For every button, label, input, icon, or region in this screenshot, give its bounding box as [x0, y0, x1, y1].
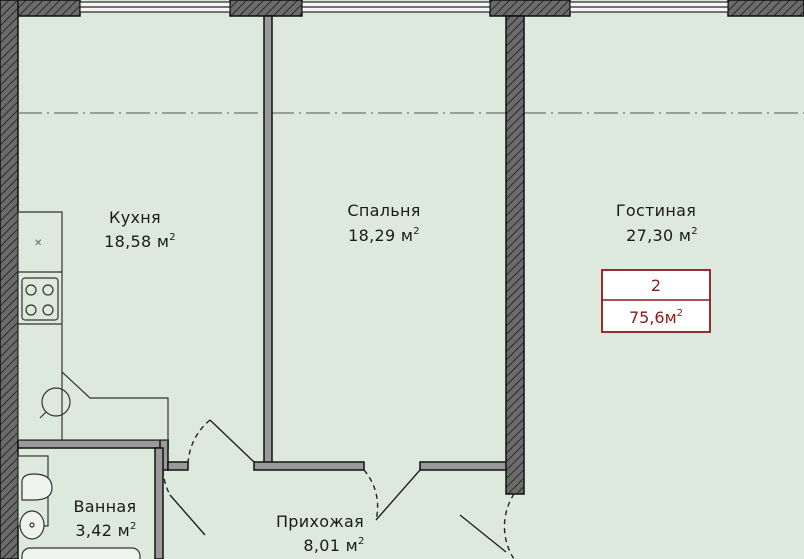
windows [79, 1, 729, 13]
bathroom-area: 3,42 м2 [75, 521, 136, 540]
apartment-badge: 2 75,6м2 [601, 269, 711, 333]
living-area: 27,30 м2 [626, 226, 698, 245]
kitchen-name: Кухня [109, 208, 161, 227]
bathroom-name: Ванная [74, 497, 137, 516]
cross-icon: ✕ [34, 238, 42, 249]
bedroom-name: Спальня [347, 201, 420, 220]
bathroom-fixtures [17, 455, 141, 559]
bearing-wall [505, 15, 525, 495]
living-name: Гостиная [616, 201, 696, 220]
badge-room-count: 2 [651, 276, 661, 295]
toilet-icon [21, 473, 53, 501]
bedroom-area: 18,29 м2 [348, 226, 420, 245]
doors [162, 419, 515, 559]
interior-walls [17, 15, 511, 559]
stove-icon [21, 277, 59, 321]
bathtub-icon [21, 547, 141, 559]
kitchen-counter [17, 211, 169, 441]
hallway-area: 8,01 м2 [303, 536, 364, 555]
sink-icon [39, 387, 71, 419]
kitchen-area: 18,58 м2 [104, 232, 176, 251]
hallway-name: Прихожая [276, 512, 364, 531]
badge-total-area: 75,6м2 [629, 308, 683, 327]
